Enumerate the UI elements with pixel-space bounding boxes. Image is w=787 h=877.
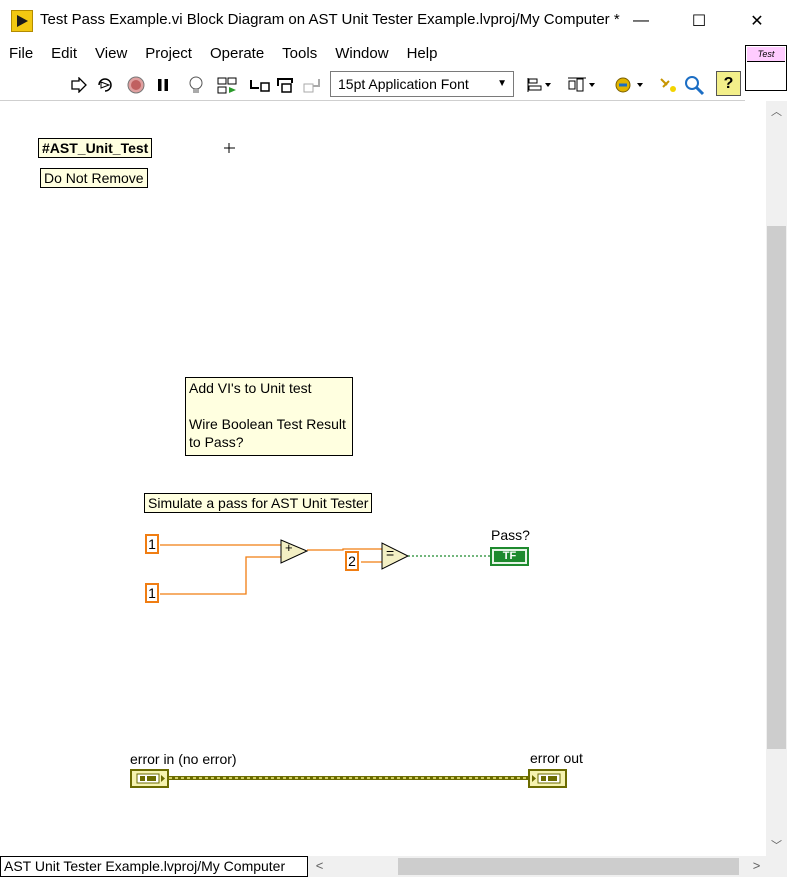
error-in-control[interactable] (130, 769, 169, 788)
step-into-icon[interactable] (249, 74, 271, 96)
window-title: Test Pass Example.vi Block Diagram on AS… (40, 11, 620, 28)
menu-window[interactable]: Window (335, 45, 389, 62)
pass-boolean-indicator[interactable]: TF (490, 547, 529, 566)
menu-help[interactable]: Help (406, 45, 438, 62)
wires-layer (160, 143, 528, 780)
do-not-remove-label[interactable]: Do Not Remove (40, 168, 148, 188)
cursor-crosshair-icon (224, 143, 235, 153)
numeric-constant[interactable]: 1 (145, 534, 159, 554)
equal-symbol: = (386, 545, 395, 561)
scroll-right-icon[interactable]: > (752, 858, 761, 873)
minimize-button[interactable]: — (633, 12, 649, 29)
status-bar: AST Unit Tester Example.lvproj/My Comput… (0, 856, 787, 877)
run-continuously-icon[interactable] (94, 74, 116, 96)
clean-up-diagram-icon[interactable] (658, 74, 680, 96)
align-objects-icon[interactable] (524, 74, 554, 96)
step-out-icon[interactable] (302, 74, 324, 96)
maximize-button[interactable]: ☐ (691, 13, 707, 30)
vertical-scroll-thumb[interactable] (767, 226, 786, 749)
scroll-up-icon[interactable]: ︿ (771, 106, 782, 118)
equal-function[interactable] (381, 542, 410, 570)
labview-app-icon (11, 10, 33, 32)
numeric-wire[interactable] (160, 556, 281, 595)
error-cluster-icon (136, 773, 165, 784)
close-button[interactable]: ✕ (750, 13, 764, 30)
instructions-comment[interactable]: Add VI's to Unit test Wire Boolean Test … (185, 377, 353, 456)
simulate-pass-label[interactable]: Simulate a pass for AST Unit Tester (144, 493, 373, 513)
block-diagram-canvas[interactable]: + = #AST_Unit_Test Do Not Remove Add VI'… (0, 101, 766, 856)
menu-project[interactable]: Project (145, 45, 192, 62)
title-bar: Test Pass Example.vi Block Diagram on AS… (0, 0, 787, 42)
error-cluster-icon (532, 773, 561, 784)
scroll-left-icon[interactable]: < (315, 858, 324, 873)
font-select[interactable]: 15pt Application Font ▼ (330, 71, 514, 97)
vi-icon[interactable]: Test (745, 45, 787, 91)
error-in-label: error in (no error) (130, 751, 237, 767)
numeric-constant[interactable]: 1 (145, 583, 159, 603)
error-out-label: error out (530, 750, 583, 766)
context-help-icon[interactable] (682, 74, 706, 96)
unit-test-tag-label[interactable]: #AST_Unit_Test (38, 138, 153, 158)
step-over-icon[interactable] (276, 74, 298, 96)
run-arrow-icon[interactable] (68, 74, 90, 96)
distribute-objects-icon[interactable] (566, 74, 598, 96)
pause-icon[interactable] (152, 74, 174, 96)
menu-file[interactable]: File (9, 45, 34, 62)
pass-indicator-label: Pass? (491, 527, 530, 543)
menu-operate[interactable]: Operate (209, 45, 265, 62)
error-out-indicator[interactable] (528, 769, 567, 788)
vertical-scrollbar[interactable]: ︿ ﹀ (766, 101, 787, 856)
abort-icon[interactable] (125, 74, 147, 96)
menu-view[interactable]: View (95, 45, 128, 62)
pass-indicator-tf: TF (494, 551, 525, 562)
menu-edit[interactable]: Edit (51, 45, 78, 62)
highlight-execution-icon[interactable] (185, 74, 207, 96)
horizontal-scroll-thumb[interactable] (398, 858, 739, 875)
font-select-value: 15pt Application Font (338, 76, 469, 92)
project-context: AST Unit Tester Example.lvproj/My Comput… (0, 856, 308, 877)
add-symbol: + (285, 540, 293, 555)
menu-tools[interactable]: Tools (282, 45, 318, 62)
menu-bar: File Edit View Project Operate Tools Win… (0, 42, 745, 66)
retain-wire-values-icon[interactable] (216, 74, 238, 96)
help-button[interactable]: ? (716, 71, 741, 96)
scroll-down-icon[interactable]: ﹀ (771, 840, 782, 852)
vi-icon-label: Test (747, 47, 785, 62)
numeric-wire[interactable] (307, 548, 382, 551)
numeric-constant[interactable]: 2 (345, 551, 359, 571)
add-function[interactable] (280, 539, 309, 564)
reorder-icon[interactable] (612, 74, 646, 96)
chevron-down-icon: ▼ (497, 78, 507, 89)
